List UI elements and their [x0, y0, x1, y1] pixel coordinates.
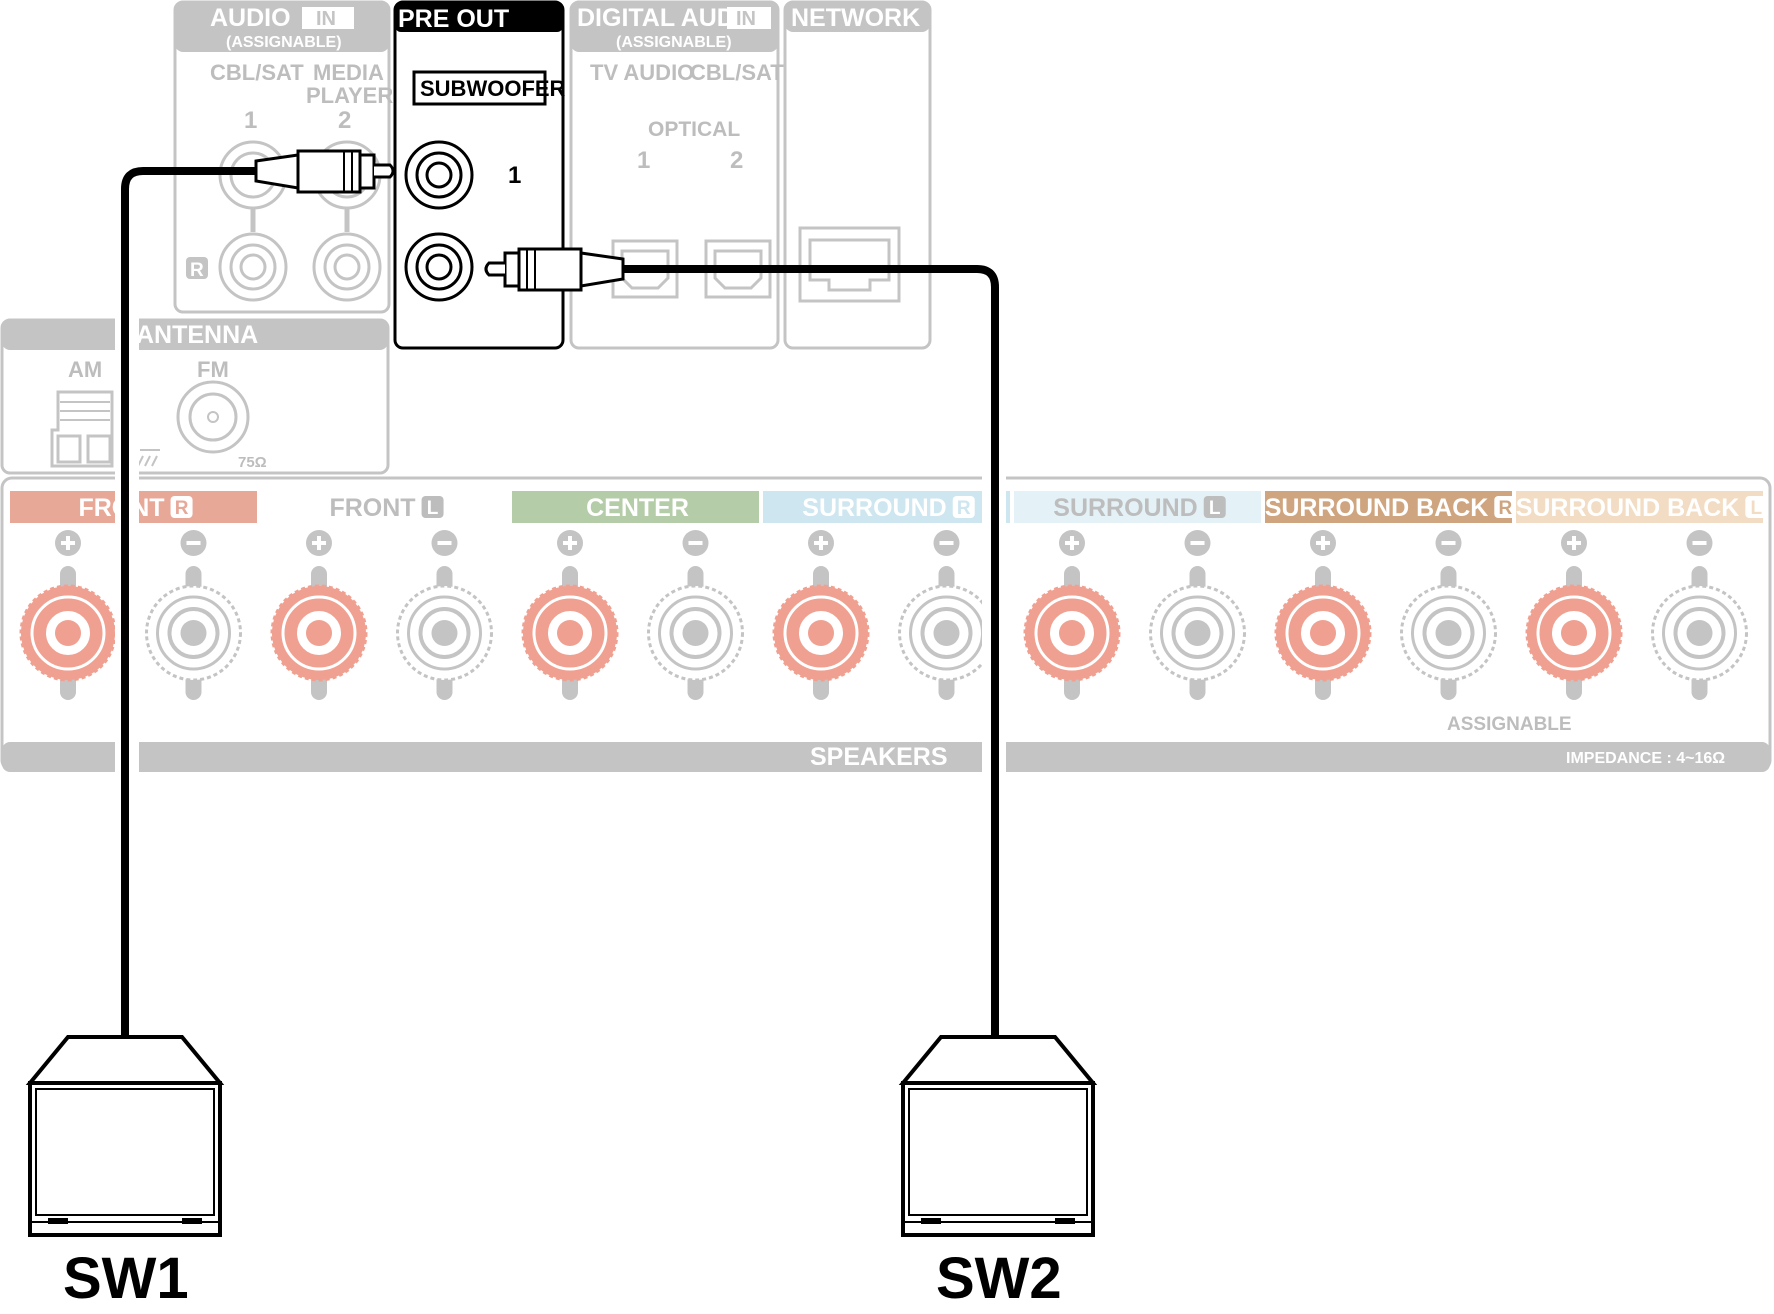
speaker-group-4: SURROUND R	[763, 491, 1010, 523]
speakers-section: SPEAKERS ASSIGNABLE IMPEDANCE : 4~16Ω FR…	[0, 476, 1772, 772]
speaker-terminal-positive	[1023, 530, 1121, 700]
antenna-am-label: AM	[68, 357, 102, 382]
speaker-group-label: SURROUND	[1053, 494, 1197, 522]
subwoofer-jack-1	[404, 140, 474, 210]
subwoofer-sw1	[25, 1035, 225, 1237]
speaker-terminal-positive	[772, 530, 870, 700]
rca-plug-2	[484, 247, 625, 292]
network-title: NETWORK	[791, 4, 920, 32]
digital-audio-in-cblsat-label: CBL/SAT	[690, 60, 784, 85]
subwoofer-label: SUBWOOFER	[420, 76, 566, 101]
pre-out-section: PRE OUT SUBWOOFER 1	[393, 0, 566, 350]
speaker-group-label: SURROUND BACK	[1265, 494, 1489, 522]
speaker-terminal-negative	[647, 530, 744, 700]
digital-audio-in-badge: IN	[736, 8, 756, 30]
sw1-label: SW1	[63, 1246, 189, 1311]
pre-out-title: PRE OUT	[398, 5, 509, 33]
digital-audio-in-number-2: 2	[730, 147, 743, 174]
speaker-terminal-positive	[19, 530, 117, 700]
digital-audio-in-section: DIGITAL AUDIO IN (ASSIGNABLE) TV AUDIO C…	[569, 0, 784, 350]
audio-in-player-label: PLAYER	[306, 83, 393, 108]
subwoofer-cable-1	[121, 167, 256, 1037]
digital-audio-in-tvaudio-label: TV AUDIO	[590, 60, 694, 85]
speaker-terminal-positive	[521, 530, 619, 700]
audio-in-badge: IN	[316, 8, 336, 30]
speaker-terminal-negative	[396, 530, 493, 700]
digital-audio-in-subtitle: (ASSIGNABLE)	[616, 34, 732, 51]
antenna-fm-ohm: 75Ω	[238, 454, 267, 471]
speaker-terminal-positive	[1525, 530, 1623, 700]
speakers-impedance: IMPEDANCE : 4~16Ω	[1566, 750, 1725, 767]
sw2-label: SW2	[936, 1246, 1062, 1311]
speaker-group-7: SURROUND BACK L	[1516, 491, 1768, 523]
audio-in-number-1: 1	[244, 107, 257, 134]
speaker-terminal-positive	[1274, 530, 1372, 700]
speaker-group-3: CENTER	[512, 491, 759, 523]
ethernet-port	[798, 226, 901, 303]
audio-in-number-2: 2	[338, 107, 351, 134]
audio-in-jack-2-r	[312, 232, 382, 302]
subwoofer-jack-1-number: 1	[508, 162, 521, 189]
antenna-section: ANTENNA AM FM 75Ω	[0, 318, 390, 475]
subwoofer-jack-2	[404, 232, 474, 302]
speaker-group-side-badge: R	[957, 498, 971, 519]
speaker-terminals	[19, 530, 1748, 700]
speaker-group-side-badge: L	[427, 498, 439, 519]
speaker-group-label: SURROUND BACK	[1516, 494, 1740, 522]
speaker-group-side-badge: L	[1751, 498, 1763, 519]
digital-audio-in-optical-label: OPTICAL	[648, 118, 740, 141]
speaker-group-5: SURROUND L	[1014, 491, 1261, 523]
rca-plug-1	[254, 149, 395, 194]
fm-jack	[176, 380, 250, 454]
speakers-assignable: ASSIGNABLE	[1447, 714, 1572, 735]
speaker-group-label: FRONT	[329, 494, 415, 522]
audio-in-media-label: MEDIA	[313, 60, 384, 85]
audio-in-title: AUDIO	[210, 4, 291, 32]
subwoofer-sw2	[898, 1035, 1098, 1237]
audio-in-subtitle: (ASSIGNABLE)	[226, 34, 342, 51]
subwoofer-cable-2	[623, 265, 999, 1037]
audio-in-jack-1-r	[218, 232, 288, 302]
network-section: NETWORK	[783, 0, 932, 350]
speaker-group-side-badge: L	[1209, 498, 1221, 519]
speaker-group-headers: FRONTRFRONTLCENTERSURROUNDRSURROUNDLSURR…	[10, 491, 1768, 523]
speaker-terminal-negative	[1149, 530, 1246, 700]
digital-audio-in-number-1: 1	[637, 147, 650, 174]
speaker-terminal-negative	[1400, 530, 1497, 700]
antenna-title: ANTENNA	[136, 321, 258, 349]
speaker-terminal-negative	[145, 530, 242, 700]
speaker-group-label: CENTER	[586, 494, 689, 522]
speaker-terminal-negative	[1651, 530, 1748, 700]
speaker-group-side-badge: R	[175, 498, 189, 519]
audio-in-r-badge: R	[190, 260, 204, 281]
speaker-group-label: SURROUND	[802, 494, 946, 522]
antenna-fm-label: FM	[197, 357, 229, 382]
speaker-terminal-positive	[270, 530, 368, 700]
speaker-group-side-badge: R	[1498, 498, 1512, 519]
am-terminal	[50, 390, 114, 468]
speaker-group-6: SURROUND BACK R	[1265, 491, 1517, 523]
speaker-terminal-negative	[898, 530, 995, 700]
speaker-group-2: FRONT L	[261, 491, 508, 523]
audio-in-cblsat-label: CBL/SAT	[210, 60, 304, 85]
speakers-title: SPEAKERS	[810, 743, 948, 771]
